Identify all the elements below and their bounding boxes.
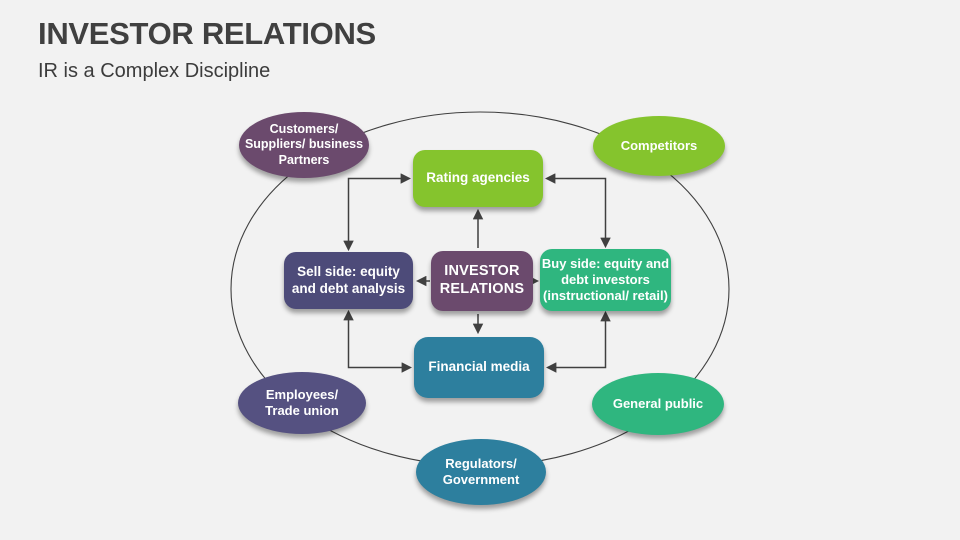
connector-sell-financial-elbow <box>343 309 413 373</box>
box-rating-agencies: Rating agencies <box>413 150 543 207</box>
ellipse-customers-suppliers-partners: Customers/ Suppliers/ business Partners <box>239 112 369 178</box>
ellipse-regulators-government: Regulators/ Government <box>416 439 546 505</box>
box-buy-side: Buy side: equity and debt investors (ins… <box>540 249 671 311</box>
box-financial-media: Financial media <box>414 337 544 398</box>
ellipse-general-public: General public <box>592 373 724 435</box>
ellipse-employees-trade-union: Employees/ Trade union <box>238 372 366 434</box>
box-investor-relations-center: INVESTOR RELATIONS <box>431 251 533 311</box>
ellipse-competitors: Competitors <box>593 116 725 176</box>
connector-buy-rating-elbow <box>544 173 611 249</box>
connector-sell-rating-elbow <box>343 173 412 252</box>
page-subtitle: IR is a Complex Discipline <box>38 60 271 82</box>
page-title: INVESTOR RELATIONS <box>38 16 376 51</box>
connector-buy-financial-elbow <box>545 310 611 373</box>
box-sell-side: Sell side: equity and debt analysis <box>284 252 413 309</box>
